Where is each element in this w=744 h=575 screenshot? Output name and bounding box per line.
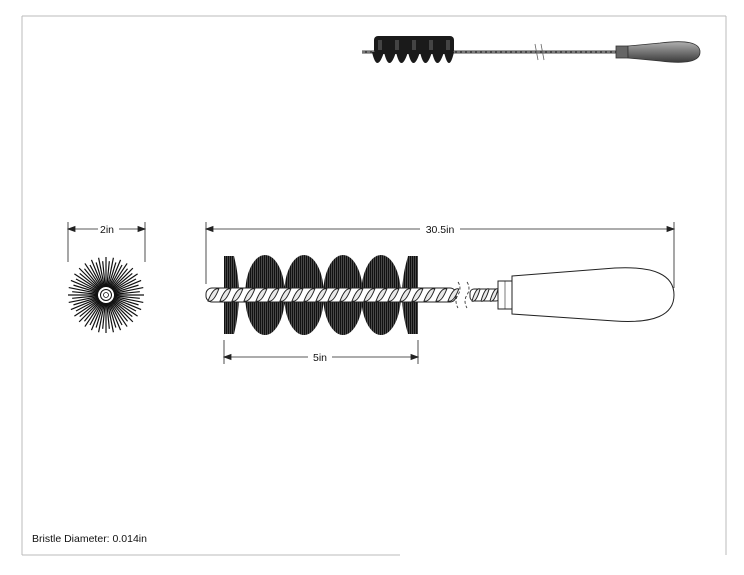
break-lines	[455, 281, 470, 309]
twisted-wire	[205, 287, 460, 303]
dimension-overall-length-label: 30.5in	[426, 224, 455, 236]
dimension-brush-length-label: 5in	[313, 352, 327, 364]
bristle-diameter-note: Bristle Diameter: 0.014in	[32, 533, 147, 545]
sheet-border	[21, 15, 727, 556]
side-view	[205, 255, 675, 335]
dimension-overall-length	[204, 222, 676, 288]
preview-bristle-head	[372, 36, 454, 63]
radial-bristle-end-view-icon	[68, 257, 144, 333]
wire-after-break	[469, 288, 501, 302]
dimension-brush-length	[222, 340, 420, 364]
handle	[511, 267, 675, 322]
dimension-diameter	[66, 222, 147, 262]
preview-handle	[627, 41, 701, 63]
brush-preview-icon	[362, 36, 701, 63]
end-view	[68, 257, 144, 333]
dimension-diameter-label: 2in	[100, 224, 114, 236]
